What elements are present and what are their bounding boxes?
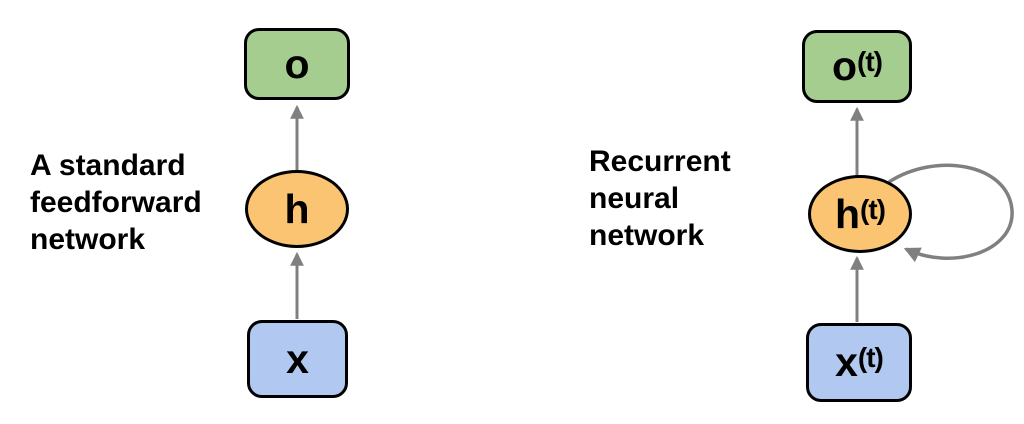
hidden-node-left: h [245, 170, 349, 248]
caption-feedforward: A standard feedforward network [30, 149, 202, 256]
output-node-left: o [244, 28, 350, 100]
input-node-left: x [247, 320, 348, 398]
output-node-right-label-sup: (t) [857, 46, 883, 77]
output-node-right: o(t) [802, 30, 912, 103]
recurrent-self-loop-arrow [888, 163, 1014, 263]
hidden-node-right-label: h(t) [834, 190, 886, 237]
hidden-node-left-label-base: h [284, 185, 310, 232]
input-node-right: x(t) [806, 323, 912, 402]
input-node-right-label-base: x [835, 339, 858, 385]
hidden-node-right-label-sup: (t) [860, 193, 886, 225]
output-node-right-label-base: o [831, 43, 858, 89]
input-node-right-label: x(t) [835, 339, 884, 385]
output-node-left-label: o [284, 40, 310, 87]
hidden-node-left-label: h [284, 185, 310, 232]
caption-recurrent: Recurrent neural network [589, 145, 731, 252]
hidden-node-right: h(t) [808, 175, 912, 253]
input-node-left-label: x [286, 335, 309, 382]
input-node-right-label-sup: (t) [857, 342, 884, 373]
input-node-left-label-base: x [286, 335, 309, 382]
output-node-left-label-base: o [284, 40, 310, 87]
output-node-right-label: o(t) [831, 43, 883, 89]
hidden-node-right-label-base: h [834, 190, 861, 237]
